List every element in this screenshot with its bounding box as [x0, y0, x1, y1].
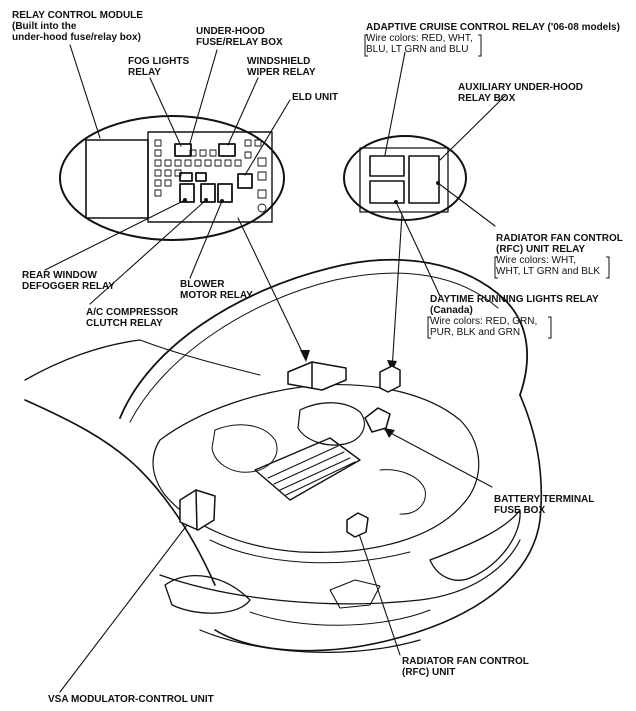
label-line: ADAPTIVE CRUISE CONTROL RELAY ('06-08 mo… — [366, 22, 620, 33]
label-line: WIPER RELAY — [247, 67, 316, 78]
label-line: WINDSHIELD — [247, 56, 311, 67]
label-eld-unit: ELD UNIT — [292, 92, 338, 103]
label-line: RELAY BOX — [458, 93, 516, 104]
label-line: (Canada) — [430, 305, 473, 316]
label-line: DEFOGGER RELAY — [22, 281, 115, 292]
label-line: BATTERY TERMINAL — [494, 494, 595, 505]
wire-colors: Wire colors: RED, WHT, — [366, 33, 473, 44]
label-ac-compressor-clutch-relay: A/C COMPRESSOR CLUTCH RELAY — [86, 307, 178, 329]
label-line: ELD UNIT — [292, 92, 339, 103]
wire-colors: BLU, LT GRN and BLU — [366, 44, 469, 55]
label-blower-motor-relay: BLOWER MOTOR RELAY — [180, 279, 253, 301]
label-line: FUSE BOX — [494, 505, 546, 516]
label-rfc-unit-relay: RADIATOR FAN CONTROL (RFC) UNIT RELAY Wi… — [496, 233, 623, 277]
components — [179, 361, 401, 538]
label-rfc-unit: RADIATOR FAN CONTROL (RFC) UNIT — [402, 656, 529, 678]
aux-box-callout — [343, 135, 467, 221]
label-windshield-wiper-relay: WINDSHIELD WIPER RELAY — [247, 56, 316, 78]
wire-colors: Wire colors: RED, GRN, — [430, 316, 538, 327]
label-daytime-running-lights-relay: DAYTIME RUNNING LIGHTS RELAY (Canada) Wi… — [430, 294, 599, 338]
label-line: RELAY CONTROL MODULE — [12, 10, 143, 21]
wire-colors: PUR, BLK and GRN — [430, 327, 521, 338]
label-rear-window-defogger-relay: REAR WINDOW DEFOGGER RELAY — [22, 270, 115, 292]
label-line: under-hood fuse/relay box) — [12, 32, 141, 43]
label-underhood-fuse-relay-box: UNDER-HOOD FUSE/RELAY BOX — [196, 26, 283, 48]
label-line: RADIATOR FAN CONTROL — [402, 656, 529, 667]
label-line: MOTOR RELAY — [180, 290, 253, 301]
label-line: BLOWER — [180, 279, 225, 290]
label-line: DAYTIME RUNNING LIGHTS RELAY — [430, 294, 599, 305]
label-battery-terminal-fuse-box: BATTERY TERMINAL FUSE BOX — [494, 494, 594, 516]
label-line: (RFC) UNIT RELAY — [496, 244, 586, 255]
wire-colors: Wire colors: WHT, — [496, 255, 576, 266]
label-line: (Built into the — [12, 21, 77, 32]
car-outline — [24, 258, 543, 653]
label-relay-control-module: RELAY CONTROL MODULE (Built into the und… — [12, 10, 143, 43]
wire-colors: WHT, LT GRN and BLK — [496, 266, 601, 277]
label-auxiliary-relay-box: AUXILIARY UNDER-HOOD RELAY BOX — [458, 82, 583, 104]
underhood-box-callout — [59, 115, 285, 241]
label-vsa-modulator-control-unit: VSA MODULATOR-CONTROL UNIT — [48, 694, 214, 705]
label-line: VSA MODULATOR-CONTROL UNIT — [48, 694, 214, 705]
label-line: (RFC) UNIT — [402, 667, 456, 678]
label-line: FOG LIGHTS — [128, 56, 190, 67]
label-line: RELAY — [128, 67, 161, 78]
label-line: REAR WINDOW — [22, 270, 97, 281]
label-line: CLUTCH RELAY — [86, 318, 163, 329]
label-line: UNDER-HOOD — [196, 26, 265, 37]
label-line: FUSE/RELAY BOX — [196, 37, 283, 48]
label-line: RADIATOR FAN CONTROL — [496, 233, 623, 244]
label-fog-lights-relay: FOG LIGHTS RELAY — [128, 56, 189, 78]
label-line: A/C COMPRESSOR — [86, 307, 179, 318]
leader-lines — [44, 44, 506, 693]
label-line: AUXILIARY UNDER-HOOD — [458, 82, 584, 93]
label-adaptive-cruise-relay: ADAPTIVE CRUISE CONTROL RELAY ('06-08 mo… — [366, 22, 620, 55]
